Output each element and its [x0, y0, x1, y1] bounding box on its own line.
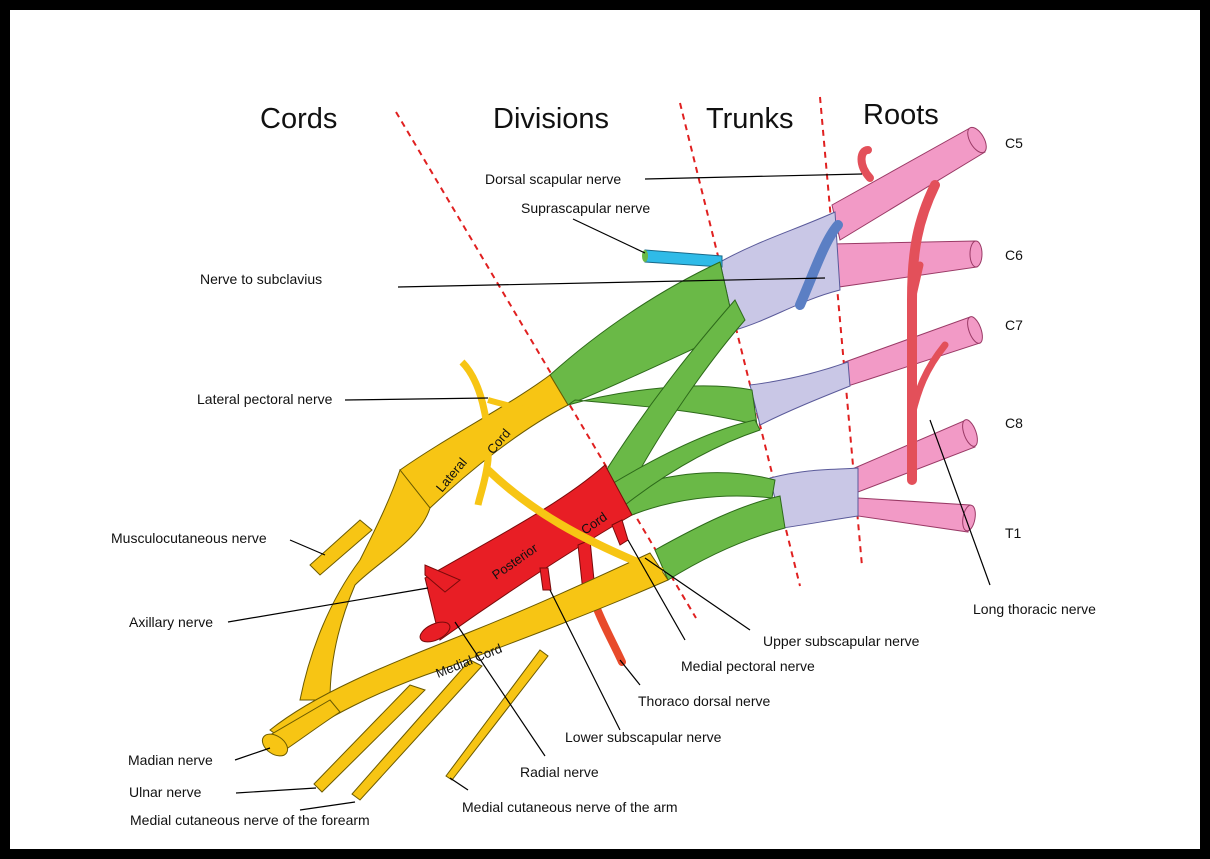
root-label-c8: C8	[1005, 415, 1023, 431]
label-lateral-pectoral: Lateral pectoral nerve	[197, 391, 333, 407]
header-cords: Cords	[260, 103, 337, 135]
label-medial-pectoral: Medial pectoral nerve	[681, 658, 815, 674]
root-label-c6: C6	[1005, 247, 1023, 263]
header-roots: Roots	[863, 99, 939, 131]
label-upper-subscapular: Upper subscapular nerve	[763, 633, 920, 649]
root-label-t1: T1	[1005, 525, 1022, 541]
label-axillary: Axillary nerve	[129, 614, 213, 630]
label-radial: Radial nerve	[520, 764, 599, 780]
label-median: Madian nerve	[128, 752, 213, 768]
label-long-thoracic: Long thoracic nerve	[973, 601, 1096, 617]
root-label-c5: C5	[1005, 135, 1023, 151]
label-thoracodorsal: Thoraco dorsal nerve	[638, 693, 771, 709]
label-suprascapular: Suprascapular nerve	[521, 200, 650, 216]
label-subclavius: Nerve to subclavius	[200, 271, 322, 287]
label-musculocutaneous: Musculocutaneous nerve	[111, 530, 267, 546]
header-trunks: Trunks	[706, 103, 794, 135]
header-divisions: Divisions	[493, 103, 609, 135]
root-c6-end	[970, 241, 982, 267]
root-label-c7: C7	[1005, 317, 1023, 333]
label-lower-subscapular: Lower subscapular nerve	[565, 729, 722, 745]
label-medial-cut-forearm: Medial cutaneous nerve of the forearm	[130, 812, 370, 828]
label-ulnar: Ulnar nerve	[129, 784, 202, 800]
label-dorsal-scapular: Dorsal scapular nerve	[485, 171, 621, 187]
label-medial-cut-arm: Medial cutaneous nerve of the arm	[462, 799, 678, 815]
